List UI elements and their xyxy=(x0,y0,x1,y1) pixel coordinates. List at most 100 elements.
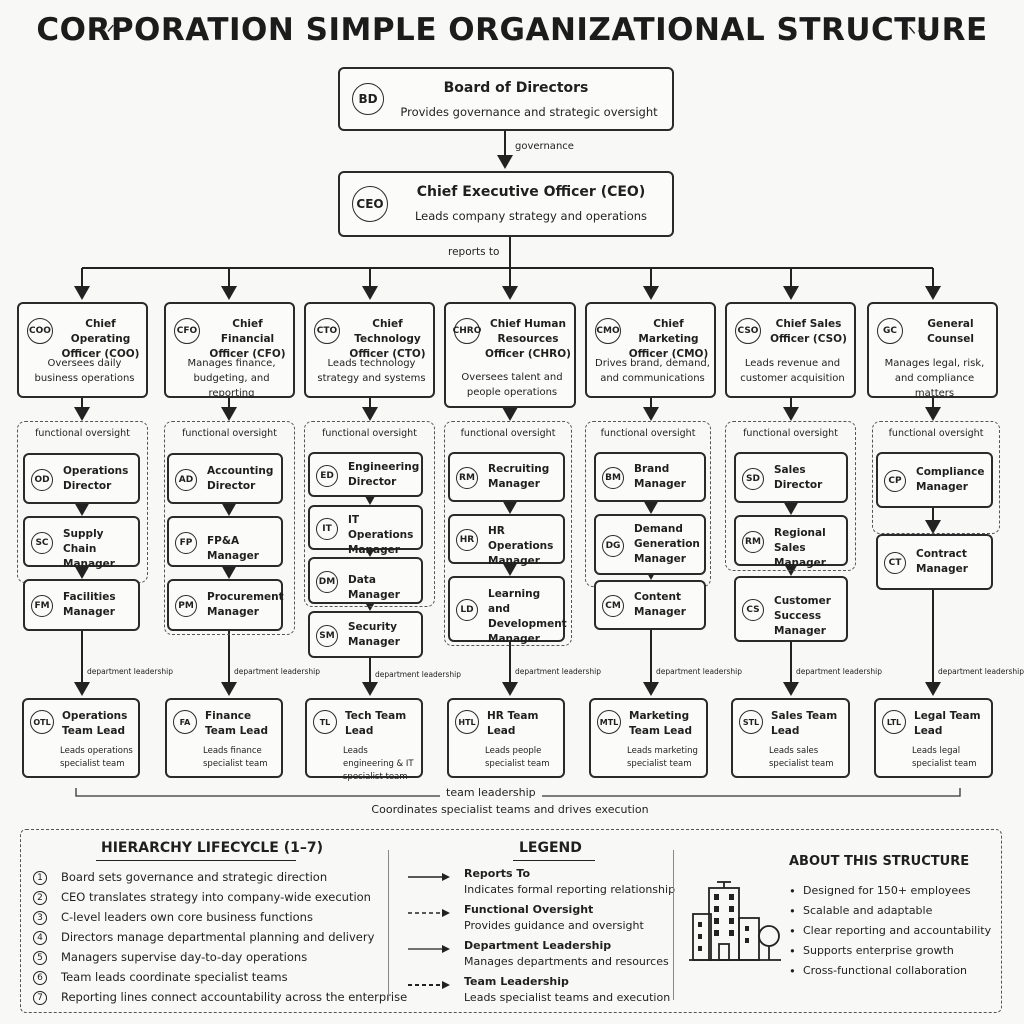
manager-badge: FM xyxy=(31,595,53,617)
team-lead-desc: Leads sales specialist team xyxy=(769,746,834,769)
team-lead-desc: Leads finance specialist team xyxy=(203,746,268,769)
department-leadership-label: department leadership xyxy=(234,667,321,676)
governance-link-label: governance xyxy=(515,141,574,152)
department-leadership-label: department leadership xyxy=(515,667,602,676)
manager-title: Operations Director xyxy=(63,465,129,492)
manager-title: Security Manager xyxy=(348,621,400,648)
legend-item-title: Functional Oversight xyxy=(464,903,594,916)
team-lead-title: Operations Team Lead xyxy=(62,710,128,737)
functional-oversight-label: functional oversight xyxy=(460,428,556,439)
team-lead-badge: FA xyxy=(173,710,197,734)
legend-item-desc: Provides guidance and oversight xyxy=(464,919,644,932)
team-lead-title: Marketing Team Lead xyxy=(629,710,692,737)
functional-oversight-group xyxy=(725,421,856,571)
manager-badge: CT xyxy=(884,552,906,574)
ceo-title: Chief Executive Officer (CEO) xyxy=(416,184,646,200)
team-lead-desc: Leads engineering & IT specialist team xyxy=(343,746,414,782)
manager-badge: RM xyxy=(456,467,478,489)
clevel-badge: CFO xyxy=(174,318,200,344)
manager-title: Recruiting Manager xyxy=(488,463,550,490)
functional-oversight-group xyxy=(872,421,1000,534)
about-bullet-icon: • xyxy=(789,924,796,938)
clevel-desc: Manages legal, risk, and compliance matt… xyxy=(884,358,985,399)
manager-card: RM Recruiting Manager xyxy=(448,452,565,502)
manager-title: Learning and Development Manager xyxy=(488,588,567,645)
clevel-desc: Oversees talent and people operations xyxy=(461,372,563,398)
legend-line-sample xyxy=(408,909,450,917)
lifecycle-step-number: 1 xyxy=(33,871,47,885)
manager-badge: FP xyxy=(175,532,197,554)
team-lead-title: Legal Team Lead xyxy=(914,710,981,737)
clevel-title: Chief Technology Officer (CTO) xyxy=(349,318,426,360)
lifecycle-step-number: 7 xyxy=(33,991,47,1005)
manager-title: Contract Manager xyxy=(916,548,968,575)
clevel-badge: CHRO xyxy=(453,318,481,344)
clevel-badge: CTO xyxy=(314,318,340,344)
department-leadership-label: department leadership xyxy=(375,670,462,679)
manager-badge: CP xyxy=(884,470,906,492)
legend-item-desc: Manages departments and resources xyxy=(464,955,669,968)
reports-to-link-label: reports to xyxy=(448,246,500,258)
manager-badge: SD xyxy=(742,468,764,490)
manager-badge: BM xyxy=(602,467,624,489)
legend-heading: LEGEND xyxy=(519,840,582,856)
about-bullet-icon: • xyxy=(789,944,796,958)
department-leadership-label: department leadership xyxy=(938,667,1024,676)
team-leadership-desc: Coordinates specialist teams and drives … xyxy=(371,803,649,816)
board-badge: BD xyxy=(352,83,384,115)
legend-item-title: Team Leadership xyxy=(464,975,569,988)
team-lead-desc: Leads legal specialist team xyxy=(912,746,977,769)
manager-card: CT Contract Manager xyxy=(876,534,993,590)
clevel-desc: Leads technology strategy and systems xyxy=(317,358,426,384)
manager-badge: SM xyxy=(316,625,338,647)
team-lead-title: Finance Team Lead xyxy=(205,710,268,737)
manager-badge: CM xyxy=(602,595,624,617)
manager-badge: RM xyxy=(742,531,764,553)
manager-badge: SC xyxy=(31,532,53,554)
lifecycle-step-text: CEO translates strategy into company-wid… xyxy=(61,890,371,904)
manager-badge: AD xyxy=(175,469,197,491)
manager-badge: OD xyxy=(31,469,53,491)
functional-oversight-label: functional oversight xyxy=(743,428,838,439)
team-lead-badge: STL xyxy=(739,710,763,734)
functional-oversight-group xyxy=(444,421,572,646)
manager-title: Content Manager xyxy=(634,591,686,618)
team-lead-badge: LTL xyxy=(882,710,906,734)
team-lead-badge: TL xyxy=(313,710,337,734)
clevel-badge: CSO xyxy=(735,318,761,344)
manager-badge: DM xyxy=(316,571,338,593)
ceo-badge: CEO xyxy=(352,186,388,222)
clevel-card: CTO Chief Technology Officer (CTO)Leads t… xyxy=(304,302,435,398)
lifecycle-step-number: 3 xyxy=(33,911,47,925)
page-title: CORPORATION SIMPLE ORGANIZATIONAL STRUCT… xyxy=(36,12,988,48)
about-bullet-icon: • xyxy=(789,904,796,918)
manager-title: HR Operations Manager xyxy=(488,525,554,567)
about-item: Cross-functional collaboration xyxy=(803,964,968,977)
team-lead-badge: MTL xyxy=(597,710,621,734)
manager-title: Procurement Manager xyxy=(207,591,284,618)
clevel-title: Chief Financial Officer (CFO) xyxy=(209,318,286,360)
team-lead-badge: OTL xyxy=(30,710,54,734)
ceo-desc: Leads company strategy and operations xyxy=(414,209,648,223)
manager-title: Customer Success Manager xyxy=(774,595,831,637)
lifecycle-step-number: 4 xyxy=(33,931,47,945)
lifecycle-step-text: C-level leaders own core business functi… xyxy=(61,910,313,924)
manager-card: AD Accounting Director xyxy=(167,453,283,504)
manager-title: Brand Manager xyxy=(634,463,686,490)
team-lead-badge: HTL xyxy=(455,710,479,734)
lifecycle-step-text: Reporting lines connect accountability a… xyxy=(61,990,408,1004)
clevel-desc: Manages finance, budgeting, and reportin… xyxy=(187,358,276,399)
manager-title: Accounting Director xyxy=(207,465,274,492)
team-lead-desc: Leads operations specialist team xyxy=(60,746,133,769)
